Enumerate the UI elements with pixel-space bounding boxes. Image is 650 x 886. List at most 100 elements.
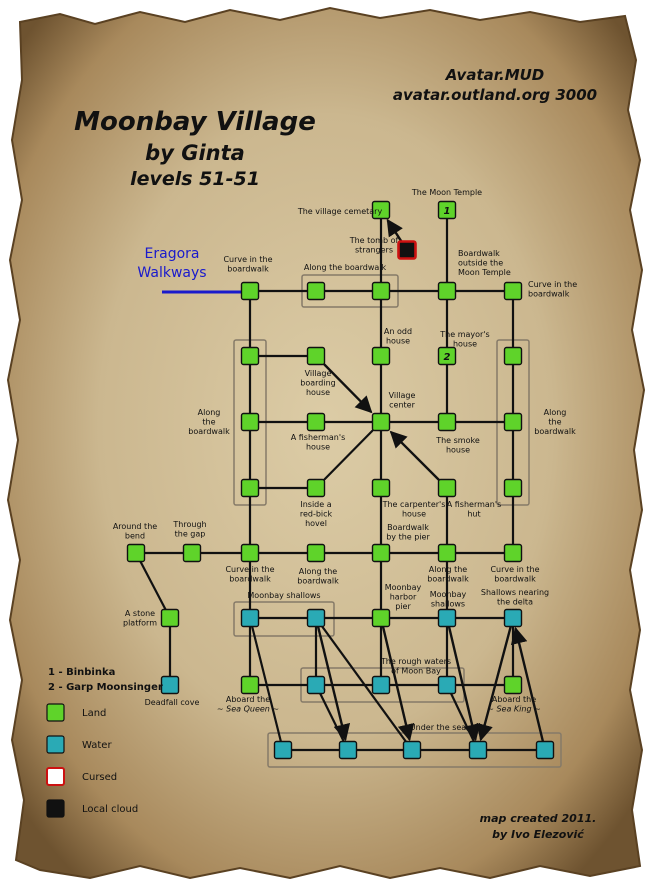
room-mob-number: 1 (444, 206, 451, 217)
room-under-3[interactable] (402, 740, 422, 760)
room-smoke-house[interactable] (437, 412, 457, 432)
room-link (315, 617, 413, 751)
room-shallows-delta[interactable] (503, 608, 523, 628)
room-harbor-pier[interactable] (371, 608, 391, 628)
room-rough-2[interactable] (371, 675, 391, 695)
room-sea-queen[interactable] (240, 675, 260, 695)
room-labels: The village cemetary The Moon Temple The… (113, 188, 577, 732)
room-shallows-2[interactable] (306, 608, 326, 628)
room-temple-walk[interactable] (437, 281, 457, 301)
room-tomb[interactable] (397, 240, 417, 260)
room-along-top-2[interactable] (371, 281, 391, 301)
room-rough-1[interactable] (306, 675, 326, 695)
legend-label-local-cloud: Local cloud (82, 804, 138, 815)
room-boarding-house[interactable] (306, 346, 326, 366)
server-address: avatar.outland.org 3000 (393, 86, 597, 104)
server-name: Avatar.MUD (445, 66, 545, 84)
room-along-bottom-1[interactable] (306, 543, 326, 563)
room-west-3[interactable] (240, 478, 260, 498)
room-east-2[interactable] (503, 412, 523, 432)
room-pier-walk[interactable] (371, 543, 391, 563)
one-way-exit-arrow (476, 617, 515, 742)
room-east-3[interactable] (503, 478, 523, 498)
room-stone-platform[interactable] (160, 608, 180, 628)
room-hovel[interactable] (306, 478, 326, 498)
parchment-background (6, 6, 646, 880)
map-rooms: 12 (126, 200, 555, 760)
room-shallows-3[interactable] (437, 608, 457, 628)
room-around-bend[interactable] (126, 543, 146, 563)
room-village-center[interactable] (371, 412, 391, 432)
room-link (248, 617, 285, 751)
room-label: Aboard the~ Sea Queen ~ (217, 695, 279, 714)
room-moon-temple[interactable] (437, 200, 457, 220)
room-along-top-1[interactable] (306, 281, 326, 301)
room-label: Along the boardwalk (304, 263, 387, 272)
credits-line-2: by Ivo Elezović (492, 828, 585, 841)
room-under-4[interactable] (468, 740, 488, 760)
room-carpenter[interactable] (371, 478, 391, 498)
room-through-gap[interactable] (182, 543, 202, 563)
map-links (135, 210, 545, 752)
room-label: The village cemetary (297, 207, 383, 216)
room-west-2[interactable] (240, 412, 260, 432)
mob-1: 1 - Binbinka (48, 667, 115, 678)
room-curve-ne[interactable] (503, 281, 523, 301)
room-label: The Moon Temple (411, 188, 482, 197)
one-way-exit-arrow (315, 355, 373, 414)
room-east-1[interactable] (503, 346, 523, 366)
exit-label-line-2: Walkways (137, 265, 206, 281)
one-way-exit-arrow (389, 430, 448, 489)
legend: Land Water Cursed Local cloud (46, 703, 138, 818)
room-label: Moonbay shallows (247, 591, 320, 600)
room-curve-se[interactable] (503, 543, 523, 563)
room-along-bottom-2[interactable] (437, 543, 457, 563)
room-sea-king[interactable] (503, 675, 523, 695)
room-odd-house[interactable] (371, 346, 391, 366)
room-fisher-hut[interactable] (437, 478, 457, 498)
room-under-5[interactable] (535, 740, 555, 760)
map-arrows (314, 218, 547, 751)
one-way-exit-arrow (314, 617, 351, 742)
room-curve-nw[interactable] (240, 281, 260, 301)
one-way-exit-arrow (379, 617, 415, 742)
room-mayor-house[interactable] (437, 346, 457, 366)
room-fisher-house[interactable] (306, 412, 326, 432)
room-west-1[interactable] (240, 346, 260, 366)
legend-swatch-water (46, 735, 65, 754)
room-deadfall-cove[interactable] (160, 675, 180, 695)
room-label: Under the sea (410, 723, 467, 732)
exit-label-line-1: Eragora (145, 246, 200, 262)
legend-swatch-local-cloud (46, 799, 65, 818)
room-shallows-1[interactable] (240, 608, 260, 628)
room-cemetery[interactable] (371, 200, 391, 220)
room-curve-sw[interactable] (240, 543, 260, 563)
map-author: by Ginta (145, 141, 245, 165)
room-under-1[interactable] (273, 740, 293, 760)
room-mob-number: 2 (444, 352, 451, 363)
room-under-2[interactable] (338, 740, 358, 760)
legend-swatch-land (46, 703, 65, 722)
room-rough-3[interactable] (437, 675, 457, 695)
